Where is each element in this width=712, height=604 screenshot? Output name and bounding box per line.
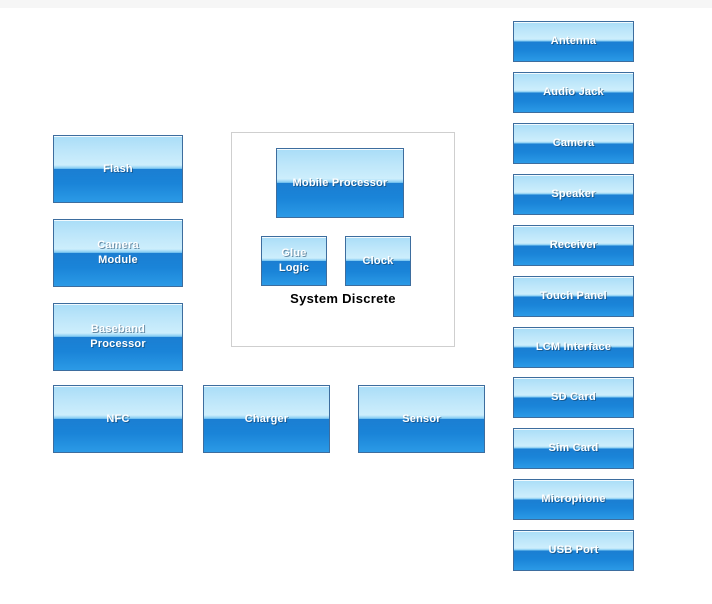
block-label: Antenna <box>550 35 597 47</box>
block-label: Touch Panel <box>540 290 607 302</box>
block-label: Camera <box>552 137 595 149</box>
block-camera[interactable]: Camera <box>513 123 634 164</box>
block-label: Clock <box>362 254 394 267</box>
block-nfc[interactable]: NFC <box>53 385 183 453</box>
block-label: USB Port <box>548 544 599 556</box>
block-charger[interactable]: Charger <box>203 385 330 453</box>
block-label: Glue Logic <box>278 247 310 274</box>
block-sim-card[interactable]: Sim Card <box>513 428 634 469</box>
block-label: Speaker <box>551 188 596 200</box>
block-label: Flash <box>103 162 133 175</box>
block-antenna[interactable]: Antenna <box>513 21 634 62</box>
block-label: Sim Card <box>548 442 599 454</box>
block-touch-panel[interactable]: Touch Panel <box>513 276 634 317</box>
top-edge-strip <box>0 0 712 8</box>
block-label: Sensor <box>402 412 441 425</box>
block-microphone[interactable]: Microphone <box>513 479 634 520</box>
block-label: SD Card <box>551 391 596 403</box>
block-speaker[interactable]: Speaker <box>513 174 634 215</box>
block-label: Baseband Processor <box>90 323 146 350</box>
block-clock[interactable]: Clock <box>345 236 411 286</box>
block-label: Audio Jack <box>543 86 604 98</box>
block-label: Charger <box>244 412 289 425</box>
block-receiver[interactable]: Receiver <box>513 225 634 266</box>
block-label: Camera Module <box>97 239 139 266</box>
block-label: Mobile Processor <box>292 176 388 189</box>
block-label: NFC <box>106 412 130 425</box>
block-label: Microphone <box>541 493 606 505</box>
block-camera-module[interactable]: Camera Module <box>53 219 183 287</box>
block-audio-jack[interactable]: Audio Jack <box>513 72 634 113</box>
block-sensor[interactable]: Sensor <box>358 385 485 453</box>
block-glue-logic[interactable]: Glue Logic <box>261 236 327 286</box>
block-usb-port[interactable]: USB Port <box>513 530 634 571</box>
block-flash[interactable]: Flash <box>53 135 183 203</box>
block-label: Receiver <box>549 239 598 251</box>
block-baseband-processor[interactable]: Baseband Processor <box>53 303 183 371</box>
block-lcm-interface[interactable]: LCM Interface <box>513 327 634 368</box>
system-discrete-caption: System Discrete <box>290 291 396 306</box>
block-sd-card[interactable]: SD Card <box>513 377 634 418</box>
block-label: LCM Interface <box>535 341 612 353</box>
block-mobile-processor[interactable]: Mobile Processor <box>276 148 404 218</box>
